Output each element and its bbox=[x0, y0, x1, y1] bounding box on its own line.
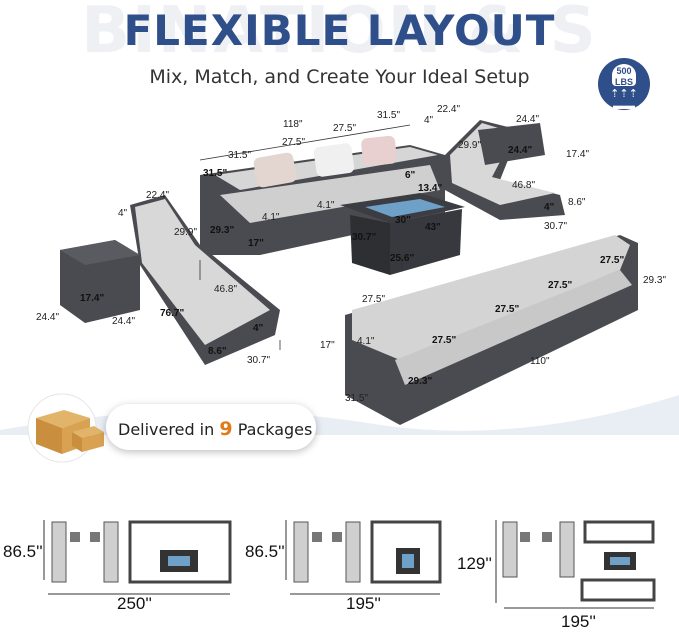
sec-back3: 27.5" bbox=[495, 304, 520, 315]
sofa-arm: 4.1" bbox=[262, 212, 280, 223]
pillow-2 bbox=[313, 143, 355, 177]
st-height: 17.4" bbox=[80, 293, 105, 304]
up-arrows-icon: ⇡⇡⇡▬▬ bbox=[610, 88, 638, 112]
sec-seat1: 27.5" bbox=[432, 335, 457, 346]
sofa-seat-depth: 29.3" bbox=[210, 225, 235, 236]
table-e: 30.7" bbox=[352, 232, 377, 243]
ll-leg: 4" bbox=[253, 323, 264, 334]
ll-height: 8.6" bbox=[208, 346, 227, 357]
rl-height: 8.6" bbox=[568, 197, 586, 208]
rl-depth: 30.7" bbox=[544, 221, 568, 232]
page-subtitle: Mix, Match, and Create Your Ideal Setup bbox=[149, 66, 530, 88]
right-side-table bbox=[478, 123, 545, 165]
sec-back2: 27.5" bbox=[548, 280, 573, 291]
sec-arm: 4.1" bbox=[357, 336, 375, 347]
packages-text: Delivered in 9 Packages bbox=[118, 418, 312, 440]
box-icon bbox=[27, 393, 104, 463]
sec-back1: 27.5" bbox=[600, 255, 625, 266]
st-width: 24.4" bbox=[112, 316, 136, 327]
ll-depth: 30.7" bbox=[247, 355, 271, 366]
pillow-1 bbox=[253, 152, 297, 188]
layout-3-width: 195'' bbox=[561, 612, 596, 631]
watermark-text: BINATION & S bbox=[81, 0, 598, 68]
layout-1-width: 250'' bbox=[117, 594, 152, 613]
sofa-total-width: 118" bbox=[283, 119, 303, 130]
dimension-lines bbox=[199, 124, 411, 350]
ll-diag: 76.7" bbox=[160, 308, 185, 319]
sofa-seg1: 31.5" bbox=[228, 150, 252, 161]
sofa-depth: 31.5" bbox=[203, 168, 228, 179]
sec-seat-depth: 29.3" bbox=[408, 376, 433, 387]
rl-width2: 24.4" bbox=[516, 114, 540, 125]
right-lounger bbox=[445, 120, 565, 220]
fire-table bbox=[340, 193, 465, 275]
rl-length: 46.8" bbox=[512, 180, 536, 191]
sec-side: 29.3" bbox=[643, 275, 667, 286]
weight-capacity-badge: 500 LBS ⇡⇡⇡▬▬ bbox=[598, 58, 650, 112]
layout-2 bbox=[285, 520, 442, 595]
sectional-sofa bbox=[345, 235, 638, 425]
sec-top: 27.5" bbox=[362, 294, 386, 305]
sec-total: 110" bbox=[530, 356, 550, 367]
packages-suffix: Packages bbox=[237, 420, 313, 439]
layout-diagrams bbox=[43, 520, 656, 609]
sec-depth: 31.5" bbox=[345, 393, 369, 404]
sofa-height: 17" bbox=[248, 238, 264, 249]
weight-icon: 500 LBS bbox=[612, 64, 636, 87]
page-title: FLEXIBLE LAYOUT bbox=[123, 6, 556, 55]
ll-back: 29.9" bbox=[174, 227, 198, 238]
sofa-seg3: 27.5" bbox=[333, 123, 357, 134]
table-f: 25.6" bbox=[390, 253, 415, 264]
layout-3-height: 129'' bbox=[457, 554, 492, 573]
packages-count: 9 bbox=[219, 418, 233, 440]
layout-3 bbox=[495, 520, 656, 609]
sofa-seg4: 31.5" bbox=[377, 110, 401, 121]
sec-height: 17" bbox=[320, 340, 335, 351]
pillow-3 bbox=[361, 135, 397, 167]
layout-1 bbox=[43, 520, 232, 595]
st-depth: 24.4" bbox=[36, 312, 60, 323]
badge-unit: LBS bbox=[615, 77, 633, 87]
table-d: 43" bbox=[425, 222, 441, 233]
ll-width: 22.4" bbox=[146, 190, 170, 201]
badge-weight: 500 bbox=[616, 66, 632, 76]
furniture-illustration bbox=[0, 120, 679, 435]
layout-2-width: 195'' bbox=[346, 594, 381, 613]
rl-arm: 4" bbox=[424, 115, 434, 126]
table-a: 6" bbox=[405, 170, 416, 181]
layout-2-height: 86.5'' bbox=[245, 542, 285, 561]
rl-side-d: 17.4" bbox=[566, 149, 590, 160]
rl-back: 29.9" bbox=[458, 140, 482, 151]
table-c: 30" bbox=[395, 215, 411, 226]
table-b: 13.4" bbox=[418, 183, 443, 194]
left-side-table bbox=[60, 240, 140, 323]
sofa-arm2: 4.1" bbox=[317, 200, 335, 211]
rl-leg: 4" bbox=[544, 202, 555, 213]
rl-side-h: 24.4" bbox=[508, 145, 533, 156]
ll-length: 46.8" bbox=[214, 284, 238, 295]
packages-pill bbox=[106, 404, 316, 450]
layout-1-height: 86.5'' bbox=[3, 542, 43, 561]
ll-arm: 4" bbox=[118, 208, 128, 219]
packages-prefix: Delivered in bbox=[118, 420, 215, 439]
left-lounger bbox=[130, 195, 280, 365]
sofa-seg2: 27.5" bbox=[282, 137, 306, 148]
rl-width: 22.4" bbox=[437, 104, 461, 115]
